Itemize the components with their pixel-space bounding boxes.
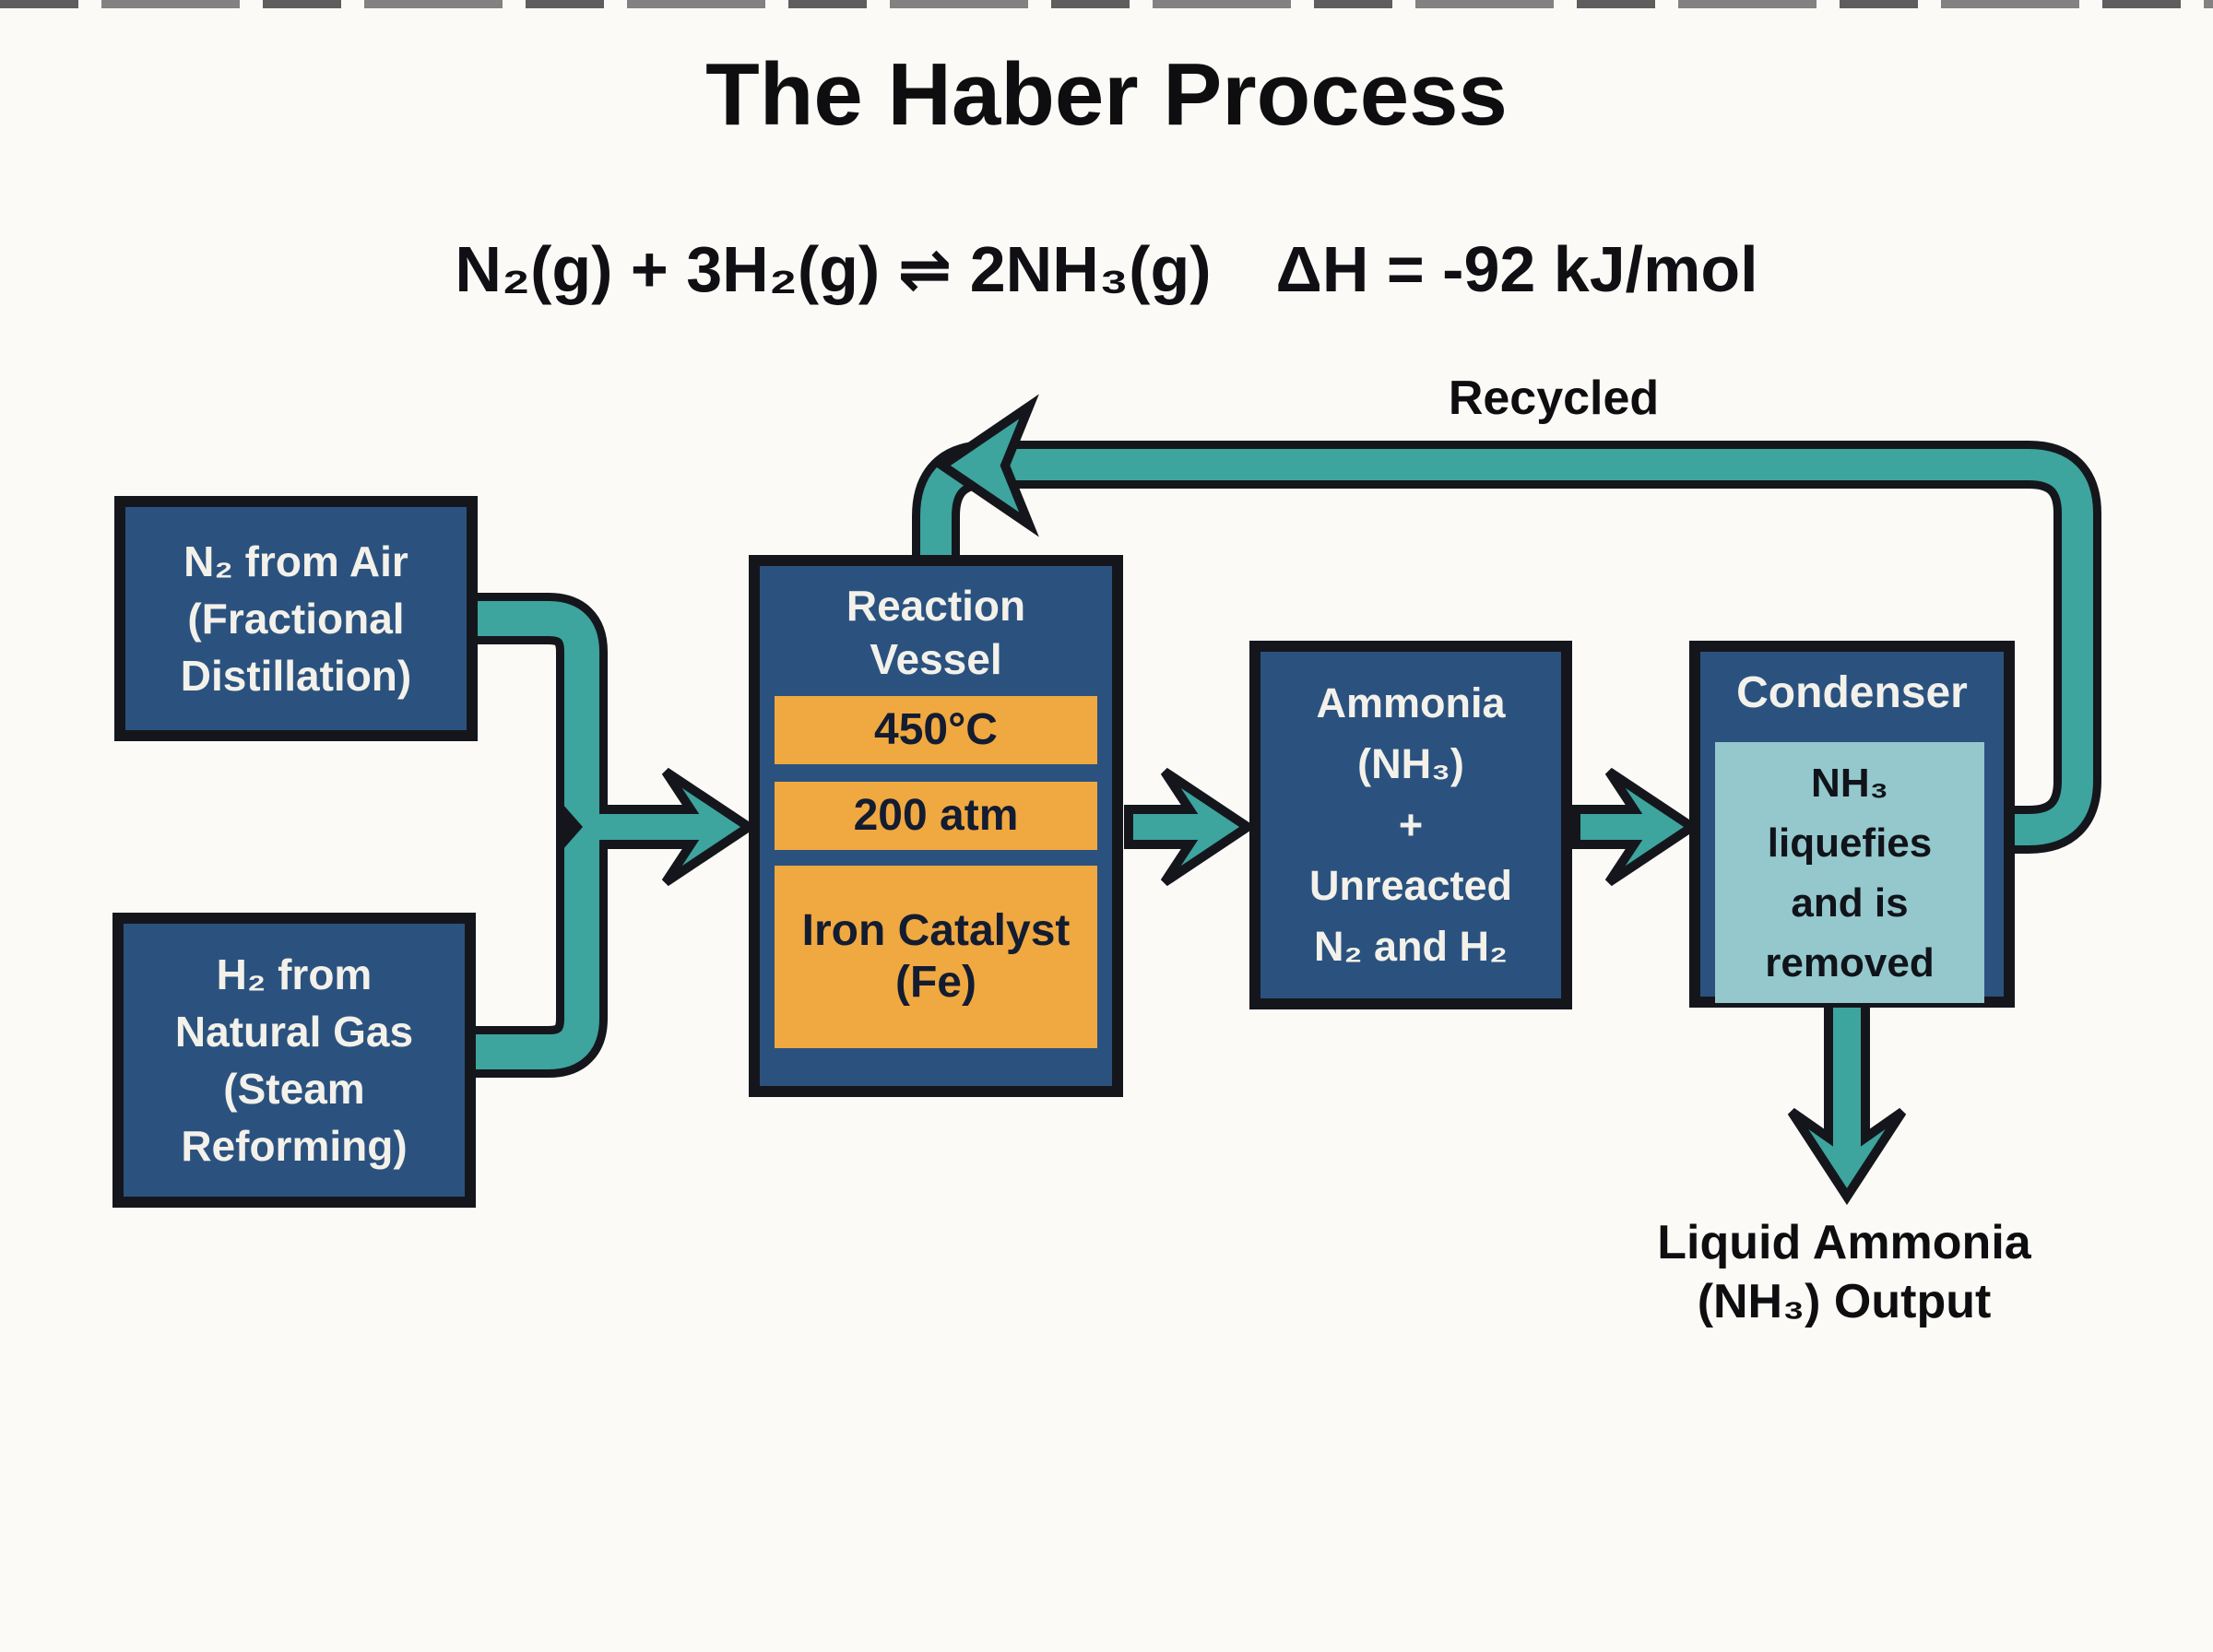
ammonia-mixture-line: Ammonia <box>1316 679 1506 726</box>
reaction-vessel-title-line: Reaction <box>846 582 1026 630</box>
n2-source-line: Distillation) <box>180 652 412 700</box>
condenser-note-line: liquefies <box>1767 820 1933 866</box>
condenser-box: Condenser NH₃ liquefies and is removed <box>1689 641 2015 1008</box>
h2-source-line: H₂ from <box>216 950 373 998</box>
condenser-note-line: NH₃ <box>1811 760 1888 806</box>
condenser-title: Condenser <box>1736 668 1968 717</box>
flow-arrow-mixture-to-condenser-icon <box>1571 767 1701 887</box>
reaction-vessel-box: Reaction Vessel 450°C 200 atm Iron Catal… <box>749 555 1123 1097</box>
merge-arrow-icon <box>599 767 758 887</box>
page-title: The Haber Process <box>705 45 1508 144</box>
liquid-ammonia-output-label: Liquid Ammonia (NH₃) Output <box>1568 1213 2121 1331</box>
n2-source-box: N₂ from Air (Fractional Distillation) <box>114 496 478 741</box>
flow-arrow-vessel-to-mixture-icon <box>1124 767 1257 887</box>
h2-source-line: (Steam <box>223 1065 365 1113</box>
condenser-note-line: and is <box>1791 879 1909 926</box>
reaction-vessel-title-line: Vessel <box>870 635 1002 683</box>
ammonia-mixture-box: Ammonia (NH₃) + Unreacted N₂ and H₂ <box>1249 641 1572 1009</box>
output-arrow-icon <box>1787 996 1907 1206</box>
equation: N₂(g) + 3H₂(g) ⇌ 2NH₃(g) ΔH = -92 kJ/mol <box>0 229 2213 310</box>
recycle-arrowhead-icon <box>934 394 1039 537</box>
ammonia-mixture-line: Unreacted <box>1308 862 1513 909</box>
ammonia-mixture-line: + <box>1398 801 1424 848</box>
h2-feed-pipe-core <box>466 827 599 1069</box>
equation-enthalpy: ΔH = -92 kJ/mol <box>1275 233 1758 305</box>
output-line: (NH₃) Output <box>1697 1275 1992 1328</box>
h2-source-line: Reforming) <box>181 1122 408 1170</box>
condenser-inner-panel: NH₃ liquefies and is removed <box>1715 742 1984 1003</box>
h2-source-line: Natural Gas <box>174 1008 414 1056</box>
n2-source-line: (Fractional <box>187 595 405 643</box>
recycle-pipe-core <box>920 449 2093 845</box>
temperature-chip: 450°C <box>775 696 1097 764</box>
n2-feed-pipe-core <box>466 601 599 827</box>
merge-junction-notch-icon <box>556 796 583 857</box>
h2-source-box: H₂ from Natural Gas (Steam Reforming) <box>112 913 476 1208</box>
ammonia-mixture-line: N₂ and H₂ <box>1314 923 1508 970</box>
output-line: Liquid Ammonia <box>1657 1216 2031 1269</box>
top-scan-artifact <box>0 0 2213 8</box>
ammonia-mixture-line: (NH₃) <box>1357 740 1464 787</box>
catalyst-chip: Iron Catalyst (Fe) <box>775 866 1097 1048</box>
condenser-note-line: removed <box>1765 939 1935 985</box>
recycled-label: Recycled <box>1448 372 1660 425</box>
n2-source-line: N₂ from Air <box>183 537 408 585</box>
pressure-chip: 200 atm <box>775 782 1097 850</box>
equation-reaction: N₂(g) + 3H₂(g) ⇌ 2NH₃(g) <box>455 233 1212 305</box>
reaction-vessel-title: Reaction Vessel <box>760 579 1112 686</box>
